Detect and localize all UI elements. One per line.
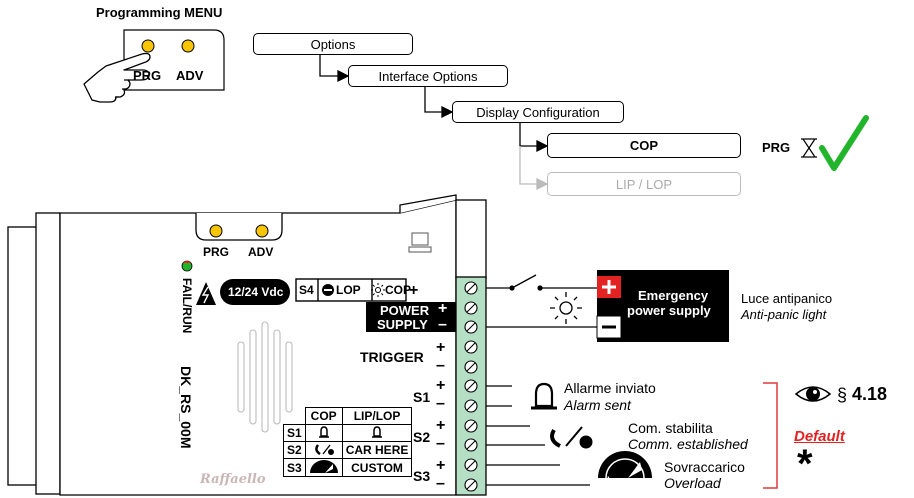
- table-speedometer-icon: [304, 458, 343, 477]
- no-entry-icon: [322, 284, 334, 296]
- menu-lip-lop[interactable]: LIP / LOP: [547, 172, 741, 196]
- model-label: DK_RS_00M: [178, 366, 194, 449]
- menu-title: Programming MENU: [96, 5, 223, 20]
- sun-small-icon: [371, 283, 385, 297]
- s3-plus: +: [436, 457, 446, 474]
- phone-headset-icon: [550, 426, 593, 449]
- fail-run-led-icon: [181, 260, 193, 272]
- confirm-prg-label: PRG: [762, 140, 791, 155]
- config-table: COP LIP/LOP S1 S2 CAR HERE S3 CUSTOM: [283, 407, 413, 477]
- brand-label: Raffaello: [200, 472, 266, 487]
- menu-options[interactable]: Options: [253, 33, 413, 55]
- anti-panic-it: Luce antipanico: [741, 291, 833, 306]
- table-header-cop: COP: [304, 407, 343, 425]
- s4-lop-label: LOP: [336, 283, 361, 297]
- table-row-id: S1: [283, 424, 306, 442]
- table-row-id: S2: [283, 441, 306, 459]
- s4-plus: +: [409, 282, 419, 299]
- power-minus: –: [438, 316, 447, 333]
- table-row-id: S3: [283, 458, 306, 477]
- s2-label: S2: [413, 429, 431, 445]
- table-lip-value: CUSTOM: [341, 458, 413, 477]
- hand-pointer-icon: [83, 52, 151, 103]
- s3-minus: –: [436, 475, 445, 492]
- menu-interface-options[interactable]: Interface Options: [348, 65, 508, 87]
- bell-icon: [531, 382, 557, 410]
- table-phone-headset-icon: [304, 441, 343, 459]
- adv-key-label[interactable]: ADV: [176, 68, 204, 83]
- voltage-badge: [220, 279, 290, 305]
- voltage-label: 12/24 Vdc: [228, 285, 284, 299]
- s3-label: S3: [413, 468, 431, 484]
- comm-en: Comm. established: [628, 436, 748, 452]
- speedometer-icon: [598, 451, 652, 479]
- default-star: *: [797, 442, 813, 486]
- table-header-lip-lop: LIP/LOP: [341, 407, 413, 425]
- hourglass-icon: [801, 138, 817, 158]
- s2-minus: –: [436, 435, 445, 452]
- overload-it: Sovraccarico: [664, 459, 745, 475]
- menu-display-configuration[interactable]: Display Configuration: [452, 101, 624, 123]
- alarm-en: Alarm sent: [564, 397, 631, 413]
- checkmark-icon: [819, 115, 869, 171]
- sun-light-icon: [550, 292, 582, 324]
- anti-panic-en: Anti-panic light: [741, 307, 827, 322]
- device-prg-led-icon: [209, 224, 223, 238]
- computer-icon: [408, 232, 432, 253]
- default-label: Default: [794, 428, 845, 445]
- overload-en: Overload: [664, 475, 721, 491]
- prg-led-icon: [141, 39, 155, 53]
- lightning-icon: [196, 282, 216, 305]
- section-symbol: §: [837, 385, 848, 405]
- s1-minus: –: [436, 395, 445, 412]
- s2-plus: +: [436, 417, 446, 434]
- trigger-plus: +: [436, 339, 446, 356]
- table-row: S1: [283, 424, 413, 442]
- comm-it: Com. stabilita: [628, 420, 713, 436]
- emergency-line1: Emergency: [638, 288, 709, 303]
- terminal-screws: [464, 281, 478, 492]
- speedometer-kg-label: kg: [607, 476, 619, 487]
- trigger-label: TRIGGER: [360, 349, 424, 365]
- device-adv-label: ADV: [248, 245, 274, 259]
- section-number[interactable]: 4.18: [852, 384, 888, 404]
- emergency-line2: power supply: [627, 303, 711, 318]
- adv-led-icon: [181, 39, 195, 53]
- eye-icon: [794, 386, 832, 402]
- table-bell-icon: [304, 424, 343, 442]
- power-label: POWER: [380, 303, 430, 318]
- s4-label: S4: [299, 283, 314, 297]
- trigger-minus: –: [436, 357, 445, 374]
- prg-key-label[interactable]: PRG: [133, 68, 162, 83]
- device-prg-label: PRG: [203, 245, 230, 259]
- alarm-it: Allarme inviato: [564, 380, 656, 396]
- table-row: S2 CAR HERE: [283, 441, 413, 459]
- s1-label: S1: [413, 389, 431, 405]
- supply-label: SUPPLY: [377, 317, 428, 332]
- table-row: S3 CUSTOM: [283, 458, 413, 477]
- table-lip-value: CAR HERE: [341, 441, 413, 459]
- fail-run-label: FAIL/RUN: [180, 278, 194, 334]
- s1-plus: +: [436, 377, 446, 394]
- table-corner: [284, 408, 306, 425]
- menu-cop[interactable]: COP: [547, 133, 741, 158]
- table-bell-icon: [341, 424, 413, 442]
- s4-cop-label: COP: [385, 283, 412, 297]
- device-adv-led-icon: [255, 224, 269, 238]
- power-plus: +: [438, 300, 448, 317]
